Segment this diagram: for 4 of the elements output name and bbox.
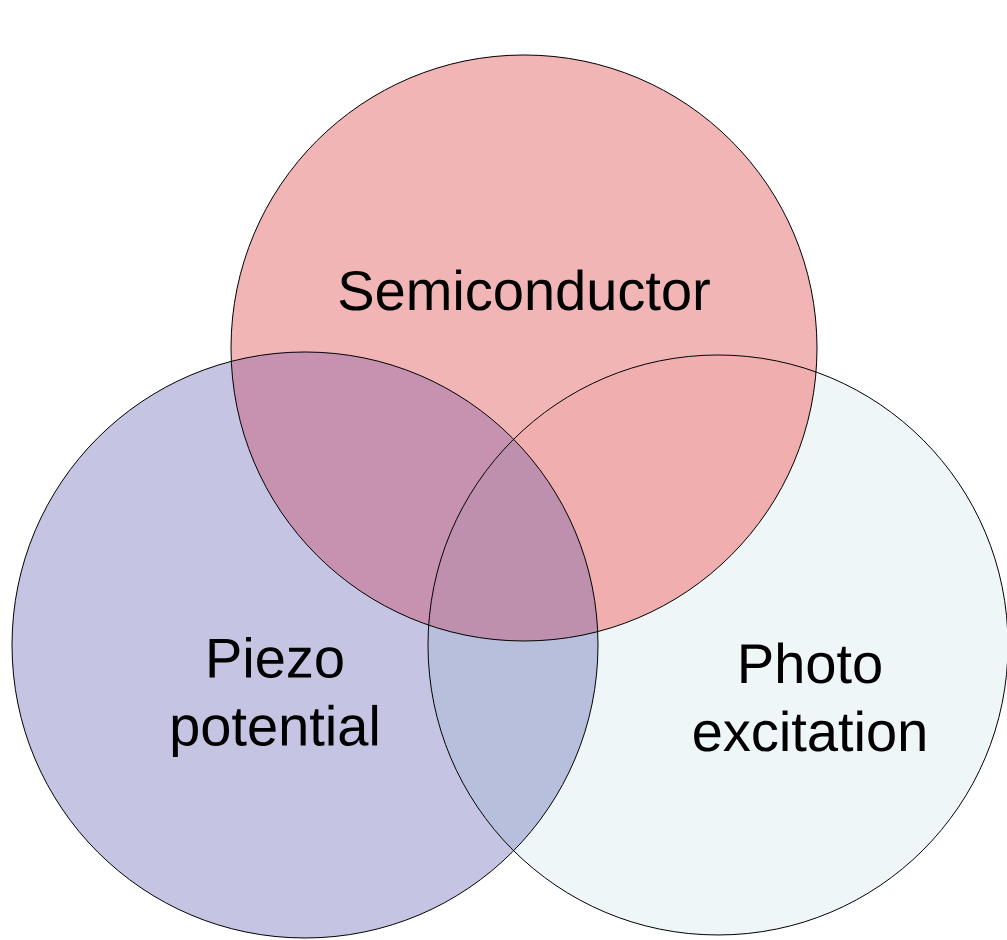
circle-label: Piezo potential (172, 636, 378, 758)
circle-label: Photo excitation (694, 642, 925, 752)
venn-circle (11, 351, 599, 939)
circle-label: Semiconductor (339, 269, 710, 311)
